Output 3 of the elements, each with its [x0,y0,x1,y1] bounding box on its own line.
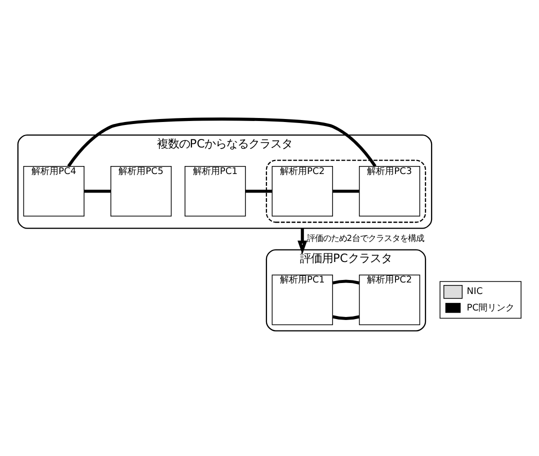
legend-label: PC間リンク [466,302,515,314]
legend-label: NIC [466,286,483,298]
edge-label: 評価のため2台でクラスタを構成 [306,233,424,244]
